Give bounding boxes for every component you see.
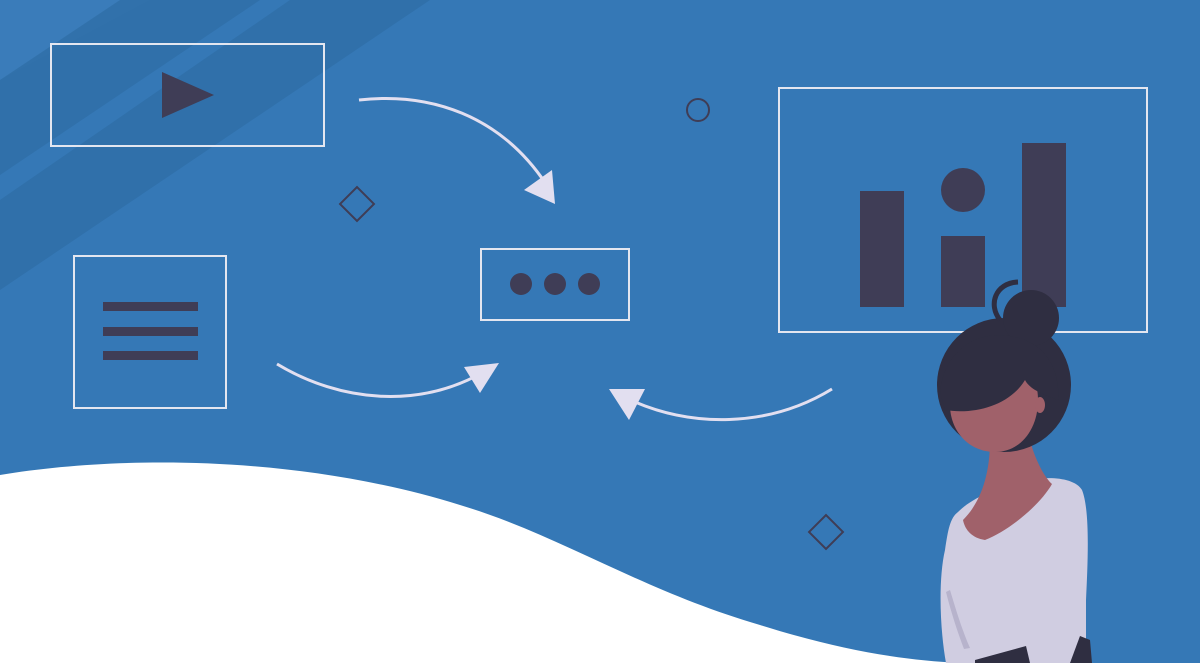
arrow-top [358, 96, 555, 204]
diamond-right [807, 513, 845, 551]
chart-card [778, 87, 1148, 333]
lines-icon [103, 302, 198, 360]
video-card-frame [50, 43, 325, 147]
text-card-frame [73, 255, 227, 409]
held-item [975, 646, 1030, 663]
small-circle [686, 98, 710, 122]
center-card [480, 248, 630, 321]
woman-figure [937, 279, 1092, 663]
diamond-left [338, 185, 376, 223]
arm-shadow [946, 590, 970, 649]
bar-chart-icon [860, 143, 1066, 307]
video-card [50, 43, 325, 147]
play-icon [162, 72, 214, 118]
chart-card-frame [778, 87, 1148, 333]
arrow-left [276, 362, 499, 398]
hair-bun [1003, 290, 1059, 346]
white-wave [0, 462, 960, 663]
bun-loop [991, 279, 1019, 322]
ellipsis-icon [510, 273, 600, 295]
center-card-frame [480, 248, 630, 321]
arrow-right [609, 387, 833, 422]
ear [1035, 397, 1045, 413]
neck [963, 440, 1052, 540]
hair-fringe [940, 335, 1059, 412]
text-card [73, 255, 227, 409]
held-item-2 [1070, 636, 1092, 663]
